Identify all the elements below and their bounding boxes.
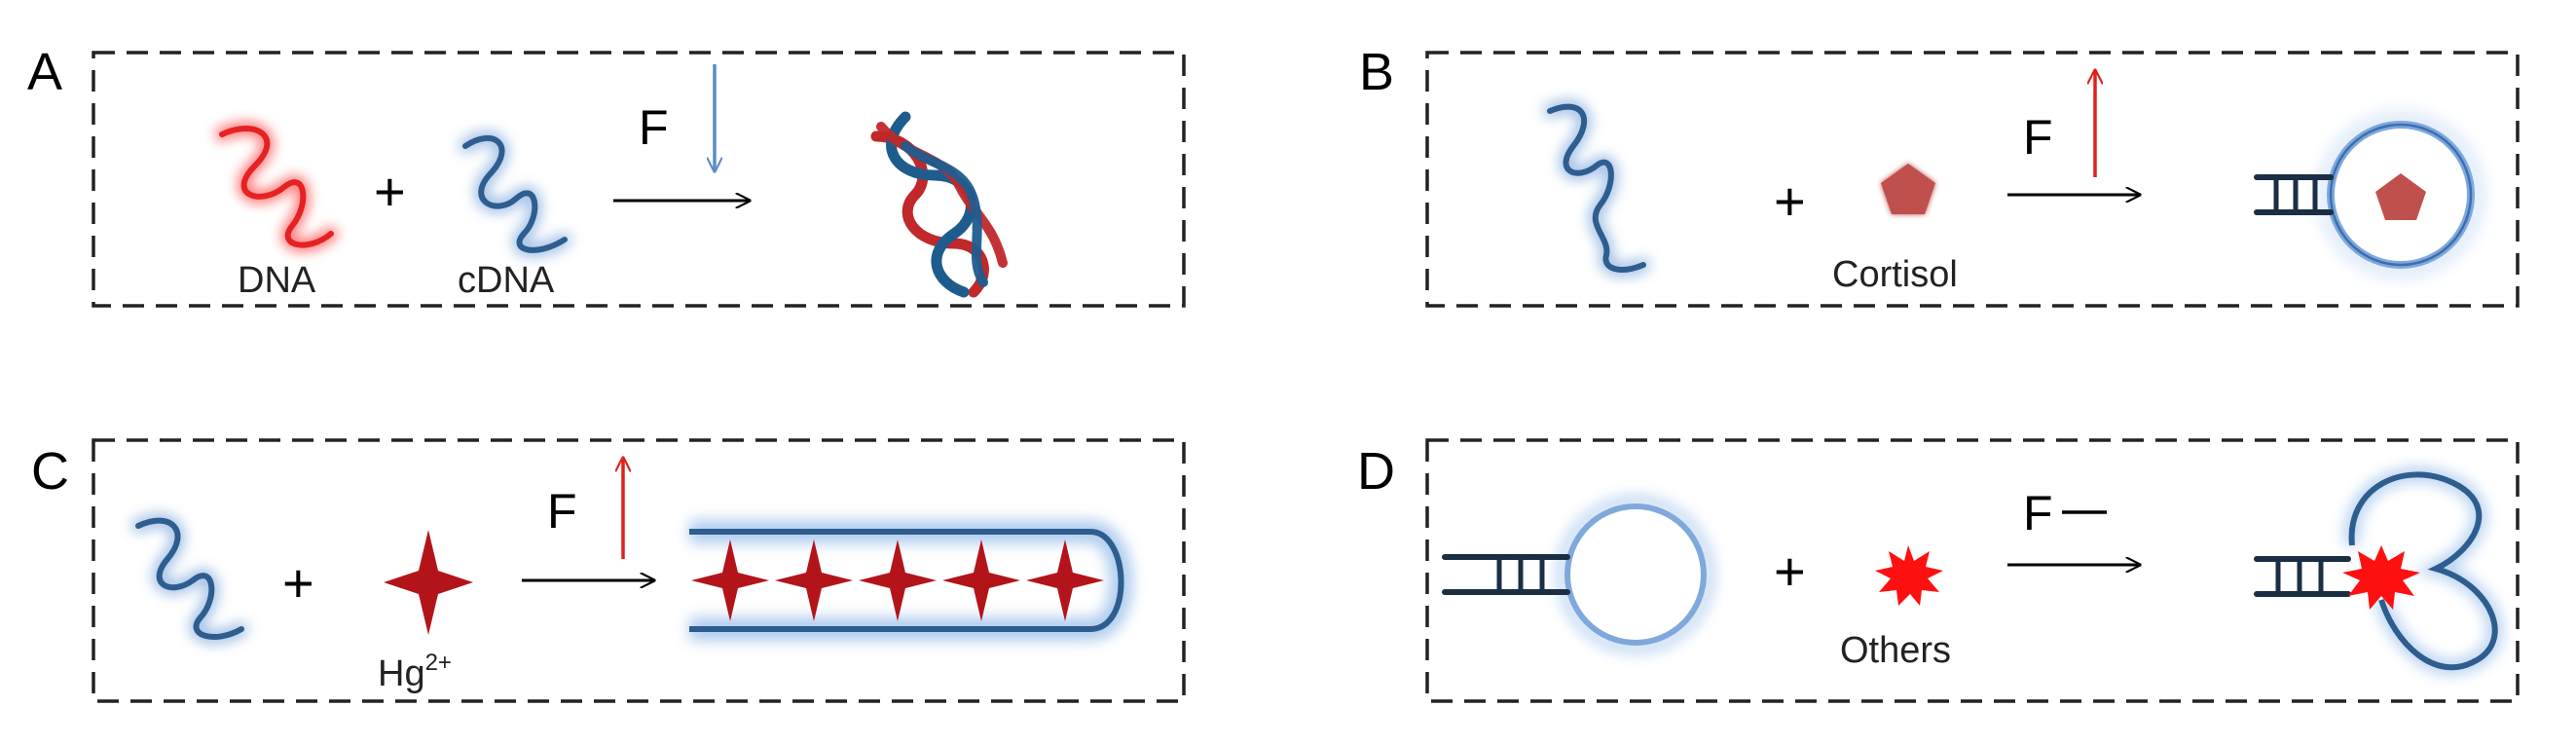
panel-a-f-label: F bbox=[639, 100, 669, 155]
hairpin-probe-icon bbox=[1442, 495, 1715, 654]
panel-d-f-label: F bbox=[2023, 486, 2053, 540]
cdna-strand-icon bbox=[459, 131, 571, 257]
aptamer-strand-icon bbox=[1543, 100, 1650, 277]
panel-c-f-label: F bbox=[547, 484, 577, 539]
panel-b-f-label: F bbox=[2023, 110, 2053, 165]
distorted-probe-complex-icon bbox=[2254, 466, 2503, 676]
panel-b: B + Cortisol F bbox=[1359, 43, 2520, 308]
panel-a-frame bbox=[92, 51, 1186, 308]
panel-d: D + Others F bbox=[1357, 438, 2520, 703]
others-label: Others bbox=[1840, 630, 1951, 671]
panel-d-letter: D bbox=[1357, 442, 1395, 501]
panel-c-frame bbox=[92, 438, 1186, 703]
dna-strand-icon bbox=[215, 122, 338, 252]
panel-c: C + Hg2+ F bbox=[31, 438, 1186, 703]
dna-label: DNA bbox=[238, 260, 316, 301]
panel-d-plus: + bbox=[1774, 540, 1806, 602]
panel-a-letter: A bbox=[27, 43, 62, 101]
panel-c-letter: C bbox=[31, 442, 69, 501]
aptamer-cortisol-complex-icon bbox=[2254, 109, 2486, 280]
double-helix-icon bbox=[870, 111, 1008, 298]
cdna-label: cDNA bbox=[458, 260, 555, 301]
panel-a: A DNA + cDNA F bbox=[27, 43, 1186, 308]
hg-label: Hg2+ bbox=[378, 650, 452, 694]
panel-c-plus: + bbox=[282, 552, 314, 614]
panel-b-letter: B bbox=[1359, 43, 1394, 101]
panel-b-frame bbox=[1425, 51, 2520, 308]
panel-a-plus: + bbox=[374, 161, 406, 222]
panel-d-frame bbox=[1425, 438, 2520, 703]
hg-star-icon bbox=[384, 530, 473, 635]
cortisol-pentagon bbox=[1881, 164, 1935, 214]
hg-hairpin-complex-icon bbox=[689, 520, 1133, 641]
aptamer-strand-c-icon bbox=[131, 514, 248, 644]
panel-b-plus: + bbox=[1774, 170, 1806, 232]
others-burst-icon bbox=[1875, 545, 1943, 606]
cortisol-label: Cortisol bbox=[1832, 254, 1958, 295]
